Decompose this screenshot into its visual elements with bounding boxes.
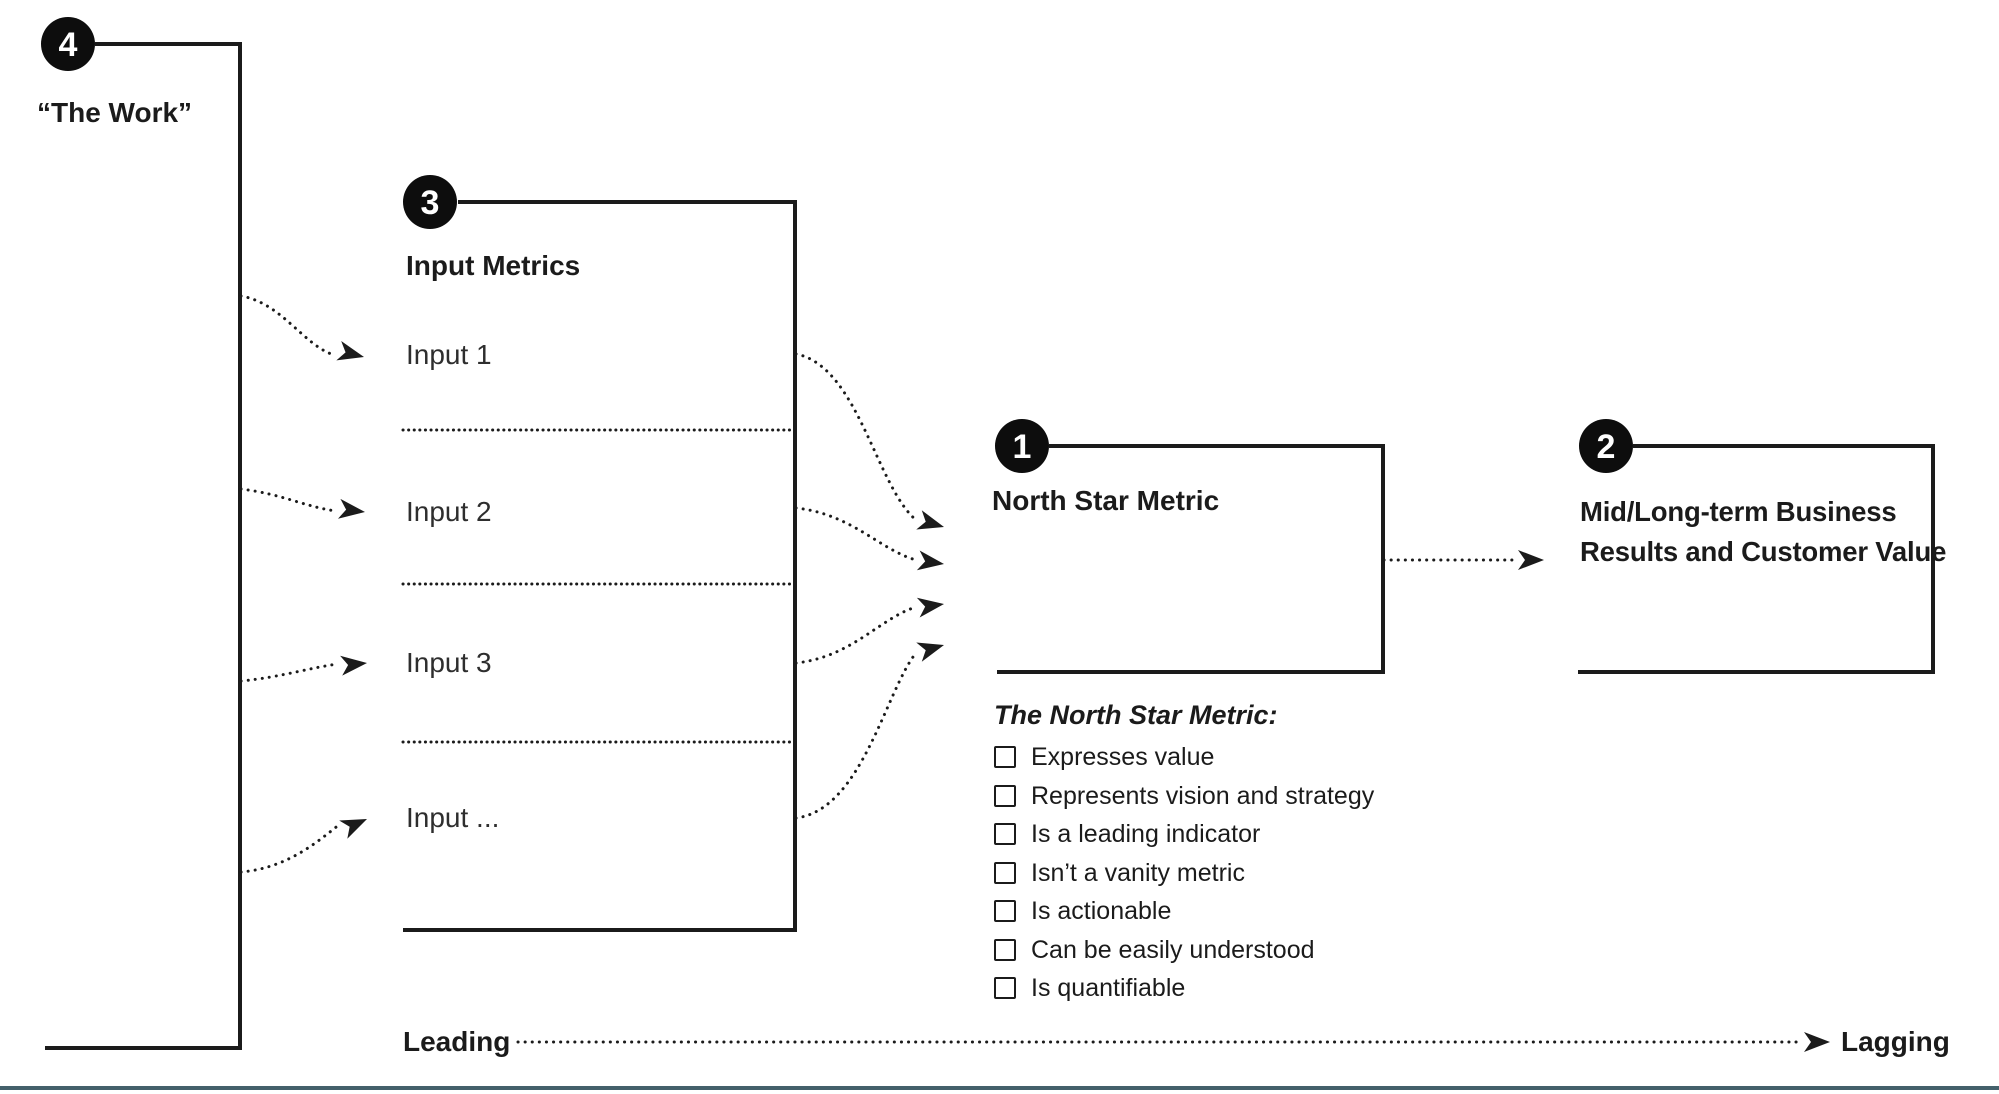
arrowhead: [916, 642, 944, 662]
step-badge-2-number: 2: [1597, 428, 1616, 466]
checklist-item: Expresses value: [994, 738, 1434, 777]
input-label-2: Input 2: [406, 496, 492, 527]
step-badge-3: [403, 175, 457, 229]
step-badge-1-number: 1: [1013, 428, 1032, 466]
checklist-item-label: Represents vision and strategy: [1031, 781, 1375, 810]
step-badge-2: [1579, 419, 1633, 473]
checkbox-icon: [994, 823, 1016, 846]
business-results-title: Mid/Long-term Business Results and Custo…: [1580, 492, 1946, 572]
input-metrics-box-outline: [403, 200, 797, 932]
arrow-input-1-to-nsm: [794, 352, 918, 522]
checklist-item: Isn’t a vanity metric: [994, 854, 1434, 893]
nsm-checklist: The North Star Metric: Expresses value R…: [994, 700, 1434, 1008]
leading-label: Leading: [403, 1026, 511, 1057]
lagging-label: Lagging: [1841, 1026, 1950, 1057]
work-box-outline: [45, 42, 242, 1050]
arrow-work-to-input-3: [239, 662, 340, 683]
arrow-work-to-input-1: [239, 294, 336, 357]
arrowhead: [916, 510, 944, 530]
arrowhead: [916, 597, 944, 618]
checklist-item-label: Is quantifiable: [1031, 974, 1186, 1003]
checklist-item-label: Is actionable: [1031, 897, 1172, 926]
input-label-3: Input 3: [406, 647, 492, 678]
input-label-4: Input ...: [406, 802, 500, 833]
checkbox-icon: [994, 784, 1016, 807]
step-badge-3-number: 3: [421, 184, 440, 222]
arrowhead: [916, 550, 944, 571]
checkbox-icon: [994, 746, 1016, 769]
page-bottom-rule: [0, 1086, 1999, 1090]
checkbox-icon: [994, 938, 1016, 961]
north-star-title: North Star Metric: [992, 485, 1220, 516]
business-results-title-line2: Results and Customer Value: [1580, 536, 1947, 567]
checklist-item-label: Expresses value: [1031, 743, 1215, 772]
checkbox-icon: [994, 977, 1016, 1000]
business-results-title-line1: Mid/Long-term Business: [1580, 496, 1897, 527]
checkbox-icon: [994, 900, 1016, 923]
arrowhead: [1804, 1032, 1830, 1052]
checklist-item: Is quantifiable: [994, 969, 1434, 1008]
step-badge-4-number: 4: [59, 26, 78, 64]
checklist-item: Represents vision and strategy: [994, 777, 1434, 816]
arrowhead: [340, 655, 367, 676]
checklist-item: Can be easily understood: [994, 931, 1434, 970]
step-badge-1: [995, 419, 1049, 473]
arrow-input-2-to-nsm: [794, 506, 918, 562]
arrow-work-to-input-4: [239, 822, 342, 874]
arrow-input-4-to-nsm: [794, 651, 918, 820]
arrow-work-to-input-2: [239, 487, 338, 513]
arrowhead: [1518, 550, 1544, 570]
step-badge-4: [41, 17, 95, 71]
arrowhead: [339, 819, 367, 839]
north-star-box-outline: [997, 444, 1385, 674]
checklist-item-label: Isn’t a vanity metric: [1031, 858, 1245, 887]
arrowhead: [336, 341, 364, 361]
business-results-box-outline: [1578, 444, 1935, 674]
input-label-1: Input 1: [406, 339, 492, 370]
input-metrics-title: Input Metrics: [406, 250, 581, 281]
checklist-item: Is a leading indicator: [994, 815, 1434, 854]
checklist-item-label: Is a leading indicator: [1031, 820, 1261, 849]
arrow-input-3-to-nsm: [794, 605, 918, 665]
checklist-item: Is actionable: [994, 892, 1434, 931]
checklist-title: The North Star Metric:: [994, 700, 1278, 730]
checklist-item-label: Can be easily understood: [1031, 935, 1315, 964]
checkbox-icon: [994, 861, 1016, 884]
work-label: “The Work”: [37, 97, 193, 128]
arrowhead: [337, 498, 365, 519]
